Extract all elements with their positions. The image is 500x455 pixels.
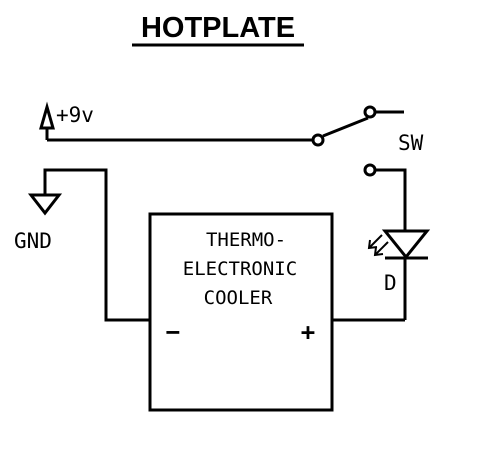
cooler-negative-terminal: − [166,318,180,346]
diagram-title: HOTPLATE [141,12,295,44]
cooler-line-1: THERMO- [206,229,286,251]
supply-symbol [39,101,55,140]
supply-label: +9v [56,103,94,127]
cooler-box [148,212,334,412]
cooler-line-3: COOLER [204,287,273,309]
switch-label: SW [398,131,424,155]
ground-label: GND [14,229,52,253]
cooler-line-2: ELECTRONIC [183,258,297,280]
light-emission-arrows-icon [367,234,389,257]
switch-symbol [311,105,407,230]
led-symbol [381,229,431,320]
ground-symbol [27,168,150,322]
cooler-positive-terminal: + [301,318,315,346]
led-label: D [384,271,397,295]
